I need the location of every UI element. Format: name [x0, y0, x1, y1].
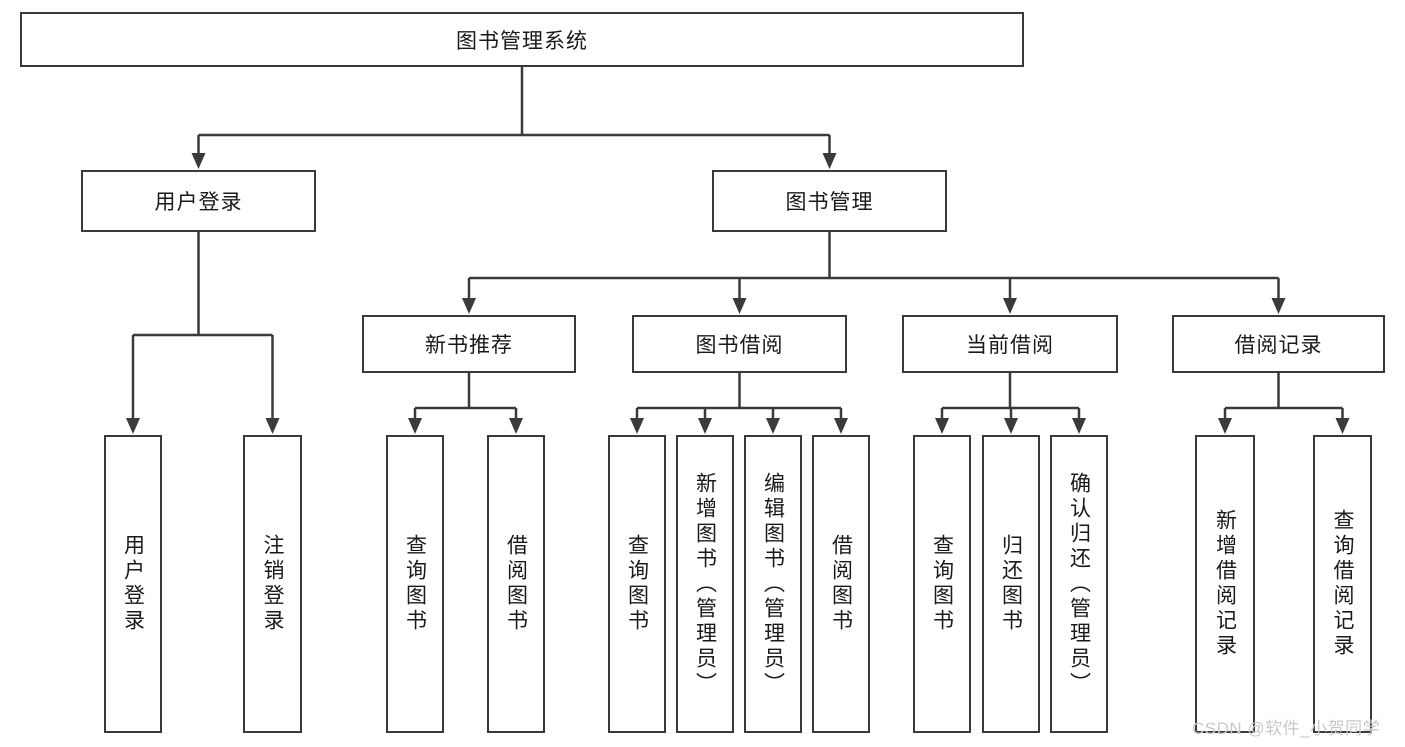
node-label: 查询图书 [625, 534, 649, 634]
node-leaf-logout[interactable]: 注销登录 [243, 435, 302, 733]
node-label: 用户登录 [121, 534, 145, 634]
node-leaf-edit-book[interactable]: 编辑图书（管理员） [744, 435, 802, 733]
node-leaf-query-book-2[interactable]: 查询图书 [608, 435, 666, 733]
arrow-head-icon [191, 153, 206, 169]
node-leaf-confirm-return[interactable]: 确认归还（管理员） [1050, 435, 1108, 733]
arrow-head-icon [265, 418, 280, 434]
node-label: 查询图书 [930, 534, 954, 634]
node-label: 借阅图书 [829, 534, 853, 634]
node-root-root[interactable]: 图书管理系统 [20, 12, 1024, 67]
node-leaf-add-record[interactable]: 新增借阅记录 [1195, 435, 1255, 733]
node-label: 归还图书 [999, 534, 1023, 634]
arrow-head-icon [698, 418, 712, 434]
node-label: 新增图书（管理员） [693, 471, 717, 697]
node-label: 确认归还（管理员） [1067, 471, 1091, 697]
arrow-head-icon [1271, 298, 1286, 314]
node-leaf-query-book-1[interactable]: 查询图书 [386, 435, 444, 733]
node-new-book-rec[interactable]: 新书推荐 [362, 315, 576, 373]
node-leaf-borrow-book-2[interactable]: 借阅图书 [812, 435, 870, 733]
node-book-manage[interactable]: 图书管理 [712, 170, 947, 232]
node-label: 注销登录 [261, 534, 284, 634]
node-label: 新增借阅记录 [1213, 509, 1237, 659]
node-leaf-borrow-book-1[interactable]: 借阅图书 [487, 435, 545, 733]
node-label: 图书管理系统 [456, 29, 588, 53]
watermark-label: CSDN @软件_小贺同学 [1192, 719, 1381, 738]
arrow-head-icon [1335, 418, 1350, 434]
node-label: 查询图书 [403, 534, 427, 634]
node-label: 用户登录 [154, 191, 243, 214]
node-borrow-record[interactable]: 借阅记录 [1172, 315, 1385, 373]
arrow-head-icon [630, 418, 644, 434]
arrow-head-icon [834, 418, 848, 434]
arrow-head-icon [126, 418, 140, 434]
node-label: 借阅记录 [1234, 334, 1323, 357]
node-user-login[interactable]: 用户登录 [81, 170, 316, 232]
node-leaf-query-record[interactable]: 查询借阅记录 [1313, 435, 1372, 733]
node-label: 新书推荐 [425, 334, 513, 357]
arrow-head-icon [1004, 418, 1018, 434]
node-label: 查询借阅记录 [1331, 509, 1354, 659]
arrow-head-icon [408, 418, 422, 434]
node-leaf-return-book[interactable]: 归还图书 [982, 435, 1040, 733]
node-label: 借阅图书 [504, 534, 528, 634]
node-leaf-query-book-3[interactable]: 查询图书 [913, 435, 971, 733]
node-leaf-add-book[interactable]: 新增图书（管理员） [676, 435, 734, 733]
node-current-borrow[interactable]: 当前借阅 [902, 315, 1118, 373]
node-label: 图书管理 [785, 191, 874, 214]
arrow-head-icon [1072, 418, 1086, 434]
arrow-head-icon [1003, 298, 1017, 314]
node-label: 当前借阅 [966, 334, 1054, 357]
node-label: 图书借阅 [695, 334, 784, 357]
arrow-head-icon [935, 418, 949, 434]
arrow-head-icon [766, 418, 780, 434]
arrow-head-icon [822, 153, 837, 169]
arrow-head-icon [509, 418, 523, 434]
node-book-borrow[interactable]: 图书借阅 [632, 315, 847, 373]
arrow-head-icon [1218, 418, 1232, 434]
arrow-head-icon [732, 298, 747, 314]
arrow-head-icon [462, 298, 476, 314]
node-label: 编辑图书（管理员） [761, 471, 785, 697]
node-leaf-user-login[interactable]: 用户登录 [104, 435, 162, 733]
